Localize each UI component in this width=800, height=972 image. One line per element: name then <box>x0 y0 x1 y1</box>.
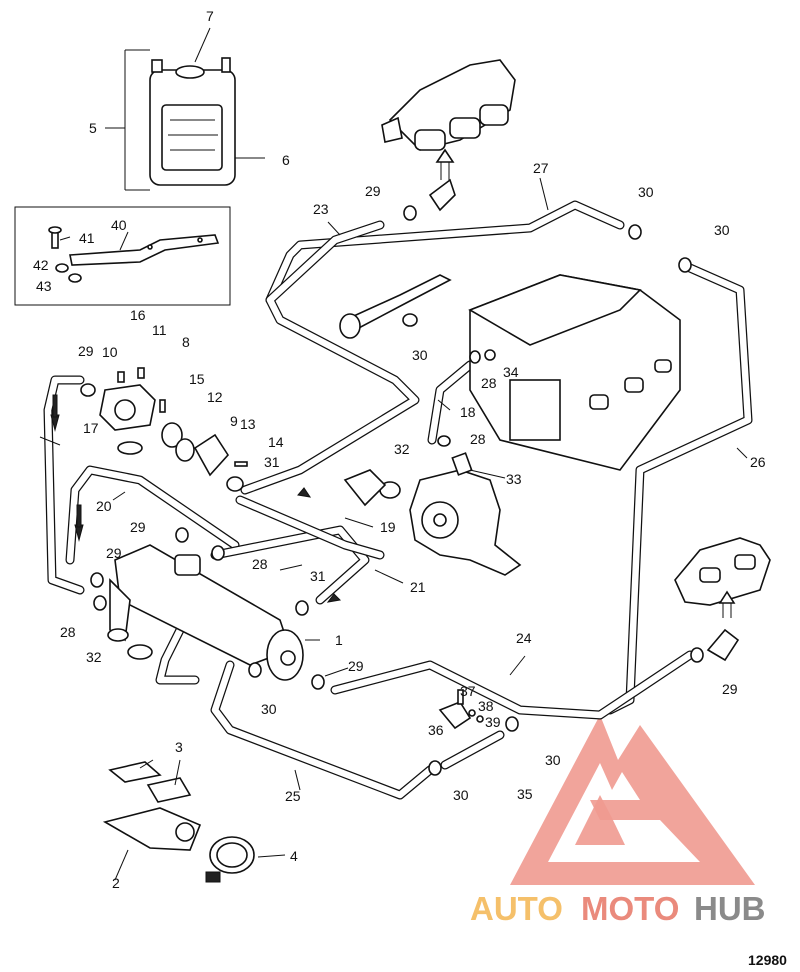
watermark-hub: HUB <box>694 890 766 927</box>
exhaust-manifold-top <box>381 59 516 212</box>
callout-29c: 29 <box>130 519 146 535</box>
bracket-inset <box>14 206 231 306</box>
heat-exchanger <box>107 544 304 681</box>
callout-40: 40 <box>111 217 127 233</box>
callout-18: 18 <box>460 404 476 420</box>
callout-30b: 30 <box>714 222 730 238</box>
leader-lines <box>39 177 748 881</box>
callout-28a: 28 <box>481 375 497 391</box>
callout-24: 24 <box>516 630 532 646</box>
callout-29f: 29 <box>722 681 738 697</box>
water-pump <box>343 452 522 576</box>
callout-6: 6 <box>282 152 290 168</box>
callout-25: 25 <box>285 788 301 804</box>
callout-11: 11 <box>152 322 167 338</box>
thermostat-housing <box>80 367 248 492</box>
callout-39: 39 <box>485 714 501 730</box>
callout-23: 23 <box>313 201 329 217</box>
figure-number: 12980 <box>748 952 787 968</box>
flow-arrows <box>50 394 342 603</box>
callout-32b: 32 <box>86 649 102 665</box>
callout-30d: 30 <box>261 701 277 717</box>
callout-29a: 29 <box>365 183 381 199</box>
callout-38: 38 <box>478 698 494 714</box>
callout-41: 41 <box>79 230 95 246</box>
callout-15: 15 <box>189 371 205 387</box>
callout-5: 5 <box>89 120 97 136</box>
exhaust-manifold-bottom <box>674 537 771 662</box>
hoses <box>43 200 753 800</box>
callout-34: 34 <box>503 364 519 380</box>
drain-valve <box>438 689 484 730</box>
callout-7: 7 <box>206 8 214 24</box>
callout-4: 4 <box>290 848 298 864</box>
callout-26: 26 <box>750 454 766 470</box>
callout-30e: 30 <box>545 752 561 768</box>
callout-29b: 29 <box>78 343 94 359</box>
callout-labels: 1 2 3 4 5 6 7 8 9 10 11 12 13 14 15 16 1… <box>33 8 766 891</box>
callout-37: 37 <box>460 683 476 699</box>
engine-block <box>468 274 681 471</box>
hose-clamps <box>90 205 704 776</box>
callout-30a: 30 <box>638 184 654 200</box>
callout-35: 35 <box>517 786 533 802</box>
callout-29d: 29 <box>106 545 122 561</box>
watermark-logo <box>510 715 755 885</box>
gaskets-clamp <box>102 761 255 883</box>
callout-27: 27 <box>533 160 549 176</box>
callout-9: 9 <box>230 413 238 429</box>
callout-29e: 29 <box>348 658 364 674</box>
watermark-moto: MOTO <box>581 890 679 927</box>
coolant-reservoir <box>105 27 265 191</box>
callout-1: 1 <box>335 632 343 648</box>
callout-8: 8 <box>182 334 190 350</box>
callout-28c: 28 <box>252 556 268 572</box>
callout-36: 36 <box>428 722 444 738</box>
watermark-text: AUTO MOTO HUB <box>470 890 766 927</box>
callout-43: 43 <box>36 278 52 294</box>
callout-42: 42 <box>33 257 49 273</box>
watermark-auto: AUTO <box>470 890 563 927</box>
callout-32a: 32 <box>394 441 410 457</box>
callout-30f: 30 <box>453 787 469 803</box>
callout-2: 2 <box>112 875 120 891</box>
callout-17: 17 <box>83 420 99 436</box>
callout-16: 16 <box>130 307 146 323</box>
callout-31a: 31 <box>264 454 280 470</box>
callout-21: 21 <box>410 579 426 595</box>
callout-28b: 28 <box>470 431 486 447</box>
callout-12: 12 <box>207 389 223 405</box>
callout-13: 13 <box>240 416 256 432</box>
callout-30c: 30 <box>412 347 428 363</box>
callout-3: 3 <box>175 739 183 755</box>
callout-33: 33 <box>506 471 522 487</box>
callout-20: 20 <box>96 498 112 514</box>
callout-19: 19 <box>380 519 396 535</box>
callout-14: 14 <box>268 434 284 450</box>
callout-28d: 28 <box>60 624 76 640</box>
callout-10: 10 <box>102 344 118 360</box>
callout-31b: 31 <box>310 568 326 584</box>
